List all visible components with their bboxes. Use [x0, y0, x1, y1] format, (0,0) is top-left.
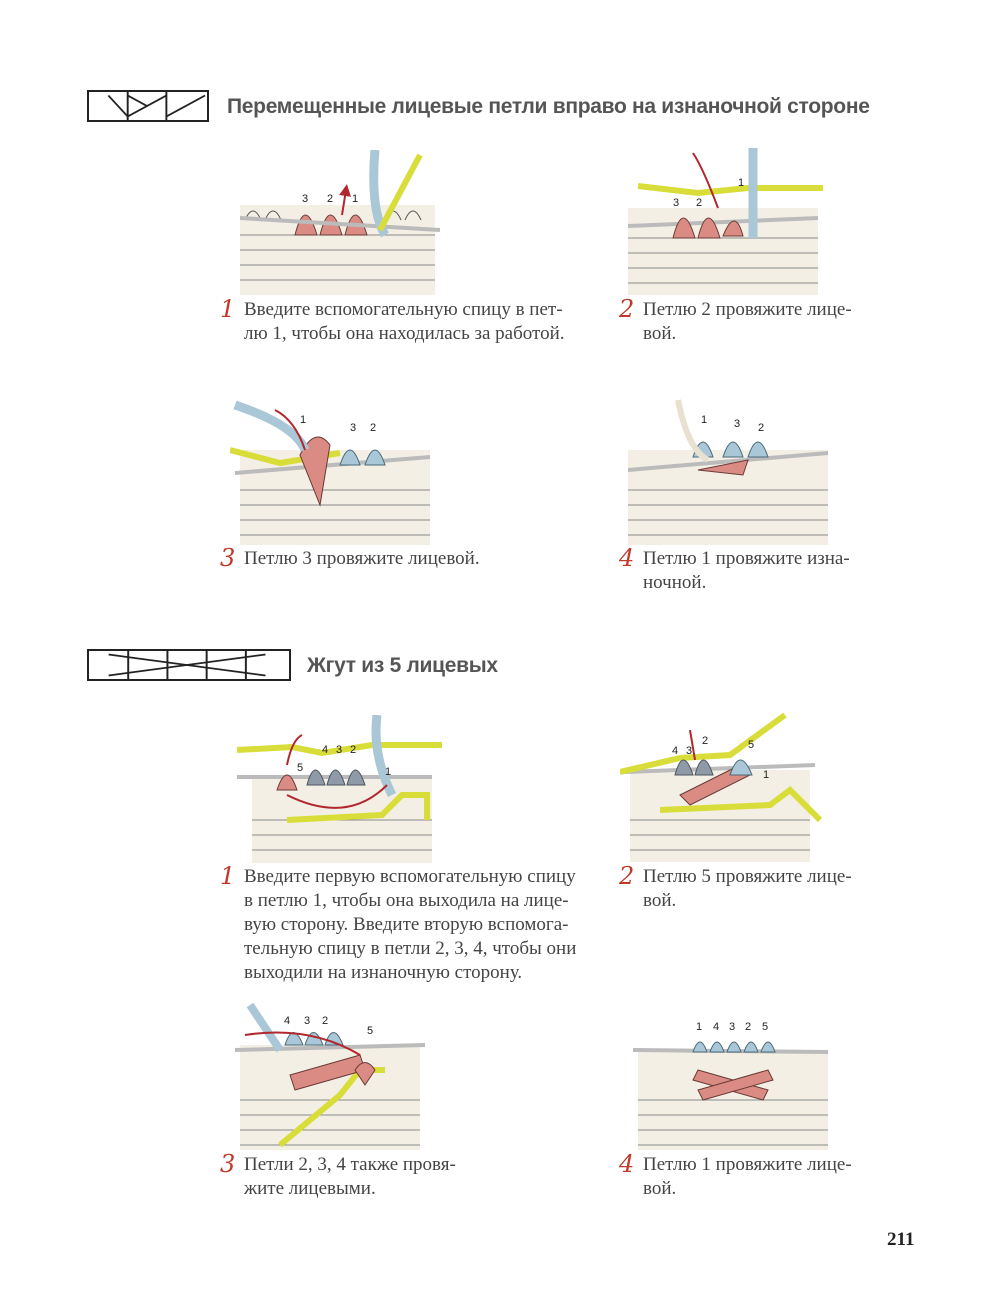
illustration-s2-step3: 4 3 2 5	[230, 1000, 440, 1150]
chart-symbol-2	[87, 649, 291, 681]
step-number: 1	[220, 295, 236, 323]
step-number: 2	[619, 295, 635, 323]
illustration-s1-step2: 3 2 1	[628, 148, 833, 295]
stitch-label: 2	[758, 422, 764, 434]
step-text: Введите первую вспомогательную спицу в п…	[244, 866, 577, 983]
illustration-s1-step4: 1 3 2	[628, 395, 833, 545]
page-number: 211	[887, 1229, 915, 1250]
stitch-label: 2	[350, 744, 356, 756]
stitch-label: 2	[370, 422, 376, 434]
illustration-s2-step4: 1 4 3 2 5	[628, 1010, 843, 1150]
step-number: 3	[220, 1150, 236, 1178]
stitch-label: 5	[762, 1021, 768, 1033]
step-text: Петлю 1 провяжите лице- вой.	[643, 1154, 852, 1199]
step-s2-2: 2 Петлю 5 провяжите лице- вой.	[619, 862, 879, 917]
stitch-label: 2	[322, 1015, 328, 1027]
stitch-label: 3	[302, 193, 308, 205]
stitch-label: 3	[336, 744, 342, 756]
stitch-label: 5	[748, 739, 754, 751]
stitch-label: 2	[702, 735, 708, 747]
step-s1-1: 1 Введите вспомогательную спицу в пет- л…	[220, 295, 600, 350]
step-s1-3: 3 Петлю 3 провяжите лицевой.	[220, 544, 600, 575]
step-text: Введите вспомогательную спицу в пет- лю …	[244, 299, 565, 344]
step-s1-4: 4 Петлю 1 провяжите изна- ночной.	[619, 544, 879, 599]
section-title-2: Жгут из 5 лицевых	[307, 654, 498, 677]
stitch-label: 5	[367, 1025, 373, 1037]
stitch-label: 1	[701, 414, 707, 426]
stitch-label: 3	[304, 1015, 310, 1027]
section-title-1: Перемещенные лицевые петли вправо на изн…	[227, 95, 870, 118]
step-number: 4	[619, 544, 635, 572]
step-number: 2	[619, 862, 635, 890]
stitch-label: 2	[327, 193, 333, 205]
stitch-label: 4	[322, 744, 328, 756]
stitch-label: 1	[738, 177, 744, 189]
step-number: 4	[619, 1150, 635, 1178]
illustration-s2-step1: 5 4 3 2 1	[232, 715, 447, 863]
illustration-s2-step2: 4 3 2 5 1	[620, 710, 835, 862]
stitch-label: 1	[696, 1021, 702, 1033]
step-s1-2: 2 Петлю 2 провяжите лице- вой.	[619, 295, 879, 350]
stitch-label: 1	[300, 414, 306, 426]
step-number: 1	[220, 862, 236, 890]
stitch-label: 3	[729, 1021, 735, 1033]
step-s2-4: 4 Петлю 1 провяжите лице- вой.	[619, 1150, 879, 1205]
stitch-label: 4	[672, 745, 678, 757]
chart-symbol-1	[87, 90, 209, 122]
stitch-label: 5	[297, 762, 303, 774]
stitch-label: 4	[284, 1015, 290, 1027]
step-s2-3: 3 Петли 2, 3, 4 также провя- жите лицевы…	[220, 1150, 600, 1205]
step-text: Петлю 5 провяжите лице- вой.	[643, 866, 852, 911]
stitch-label: 1	[352, 193, 358, 205]
stitch-label: 1	[763, 769, 769, 781]
stitch-label: 2	[745, 1021, 751, 1033]
step-text: Петлю 2 провяжите лице- вой.	[643, 299, 852, 344]
illustration-s1-step3: 1 3 2	[230, 395, 440, 545]
step-number: 3	[220, 544, 236, 572]
stitch-label: 2	[696, 197, 702, 209]
stitch-label: 3	[734, 418, 740, 430]
step-text: Петли 2, 3, 4 также провя- жите лицевыми…	[244, 1154, 456, 1199]
illustration-s1-step1: 3 2 1	[240, 150, 440, 295]
stitch-label: 1	[385, 766, 391, 778]
stitch-label: 3	[673, 197, 679, 209]
stitch-label: 3	[686, 745, 692, 757]
stitch-label: 4	[713, 1021, 719, 1033]
stitch-label: 3	[350, 422, 356, 434]
step-s2-1: 1 Введите первую вспомогательную спицу в…	[220, 862, 610, 989]
step-text: Петлю 1 провяжите изна- ночной.	[643, 548, 850, 593]
step-text: Петлю 3 провяжите лицевой.	[244, 548, 480, 569]
